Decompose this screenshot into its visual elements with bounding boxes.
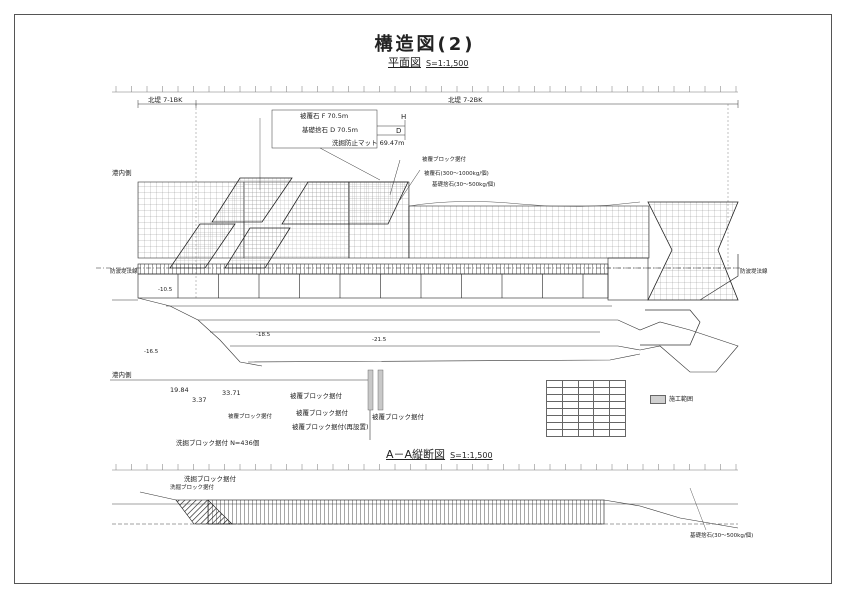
legend-cell [546, 394, 563, 402]
section-view-label: A－A縦断図 [386, 448, 446, 461]
dim-h: H [401, 113, 407, 121]
section-view-title: A－A縦断図 S=1:1,500 [386, 446, 493, 462]
rubble-mound-outline [110, 297, 739, 440]
drawing-sheet [14, 14, 832, 584]
plan-view-title: 平面図 S=1:1,500 [388, 54, 468, 70]
section-station-ticks [112, 464, 738, 471]
legend-row [546, 387, 626, 395]
legend-cell [593, 387, 611, 395]
callout-scour-mat: 洗掘防止マット 69.47m [332, 139, 405, 147]
legend-cell [577, 422, 595, 430]
legend-cell [561, 380, 579, 388]
legend-cell [577, 394, 595, 402]
legend-cell [546, 415, 563, 423]
legend-cell [593, 380, 611, 388]
bottom-left-markers [367, 369, 384, 411]
legend-cell [593, 408, 611, 416]
legend-cell [609, 408, 626, 416]
legend-cell [561, 394, 579, 402]
drawing-title: 構造図(2) [374, 34, 476, 55]
legend-cell [546, 401, 563, 409]
label-harbor-inside-top: 港内側 [112, 169, 132, 177]
breakwater-head [608, 254, 739, 346]
section-profile [112, 487, 739, 531]
note-scour-block-2: 洗掘ブロック据付 [184, 475, 236, 483]
label-breakwater-line-right: 防波堤法線 [740, 269, 768, 275]
legend-cell [577, 429, 595, 437]
label-depth-c: -16.5 [144, 349, 159, 355]
note-cover-block-1: 被覆ブロック据付 [290, 392, 342, 400]
plan-view-label: 平面図 [388, 56, 421, 69]
note-cover-block-2: 被覆ブロック据付 [296, 409, 348, 417]
legend-cell [593, 401, 611, 409]
legend-cell [561, 387, 579, 395]
legend-cell [561, 401, 579, 409]
legend-cell [593, 422, 611, 430]
legend-cell [577, 408, 595, 416]
legend-cell [609, 380, 626, 388]
legend-cell [546, 380, 563, 388]
caisson-row [96, 257, 740, 301]
legend-cell [546, 387, 563, 395]
callout-cover-stone-spec: 被覆石(300～1000kg/個) [424, 171, 489, 177]
dim-north-dike-7-2: 北堤 7-2BK [448, 96, 483, 104]
legend-cell [577, 380, 595, 388]
legend-cell [609, 387, 626, 395]
legend-cell [593, 415, 611, 423]
legend-cell [577, 387, 595, 395]
section-scour-block-label: 洗掘ブロック据付 [170, 485, 215, 491]
legend-row [546, 429, 626, 437]
dim-north-dike-7-1: 北堤 7-1BK [148, 96, 183, 104]
legend-swatch [650, 395, 666, 404]
legend-row [546, 380, 626, 388]
label-depth-a: -18.5 [256, 332, 271, 338]
legend-cell [546, 422, 563, 430]
legend-row [546, 408, 626, 416]
legend-cell [609, 422, 626, 430]
legend-cell [561, 415, 579, 423]
label-breakwater-center: 防波堤法線 [110, 269, 138, 275]
label-depth-d: -10.5 [158, 287, 173, 293]
legend-table [546, 380, 626, 437]
label-dim-b: 3.37 [192, 396, 207, 404]
note-scour-block-1: 洗掘ブロック据付 N=436個 [176, 439, 260, 447]
legend-row [546, 422, 626, 430]
legend-cell [577, 401, 595, 409]
legend-cell [561, 429, 579, 437]
legend-cell [561, 422, 579, 430]
legend-cell [609, 429, 626, 437]
note-cover-block-3: 被覆ブロック据付 [228, 414, 273, 420]
legend-work-range: 施工範囲 [650, 394, 693, 404]
legend-cell [577, 415, 595, 423]
note-cover-block-right: 被覆ブロック据付 [372, 413, 424, 421]
legend-row [546, 394, 626, 402]
callout-foundation-stone: 基礎捨石 D 70.5m [302, 126, 358, 134]
legend-cell [546, 429, 563, 437]
legend-cell [546, 408, 563, 416]
callout-cover-stone: 被覆石 F 70.5m [300, 112, 349, 120]
label-depth-b: -21.5 [372, 337, 387, 343]
callout-cover-block: 被覆ブロック据付 [422, 157, 467, 163]
legend-cell [561, 408, 579, 416]
legend-row [546, 415, 626, 423]
callout-foundation-spec: 基礎捨石(30～500kg/個) [432, 182, 496, 188]
legend-row [546, 401, 626, 409]
top-station-ticks [112, 86, 738, 93]
plan-view-scale: S=1:1,500 [426, 59, 469, 68]
label-harbor-inside-bottom: 港内側 [112, 371, 132, 379]
section-view-scale: S=1:1,500 [450, 451, 493, 460]
label-dim-c: 33.71 [222, 389, 241, 397]
legend-cell [609, 401, 626, 409]
note-cover-block-relocate: 被覆ブロック据付(再設置) [292, 423, 369, 431]
legend-cell [593, 429, 611, 437]
legend-cell [593, 394, 611, 402]
legend-work-range-label: 施工範囲 [669, 396, 694, 403]
legend-cell [609, 394, 626, 402]
section-foundation-label: 基礎捨石(30～500kg/個) [690, 533, 754, 539]
breakwater-plan [137, 177, 739, 301]
label-dim-a: 19.84 [170, 386, 189, 394]
dim-d: D [396, 127, 402, 135]
legend-cell [609, 415, 626, 423]
